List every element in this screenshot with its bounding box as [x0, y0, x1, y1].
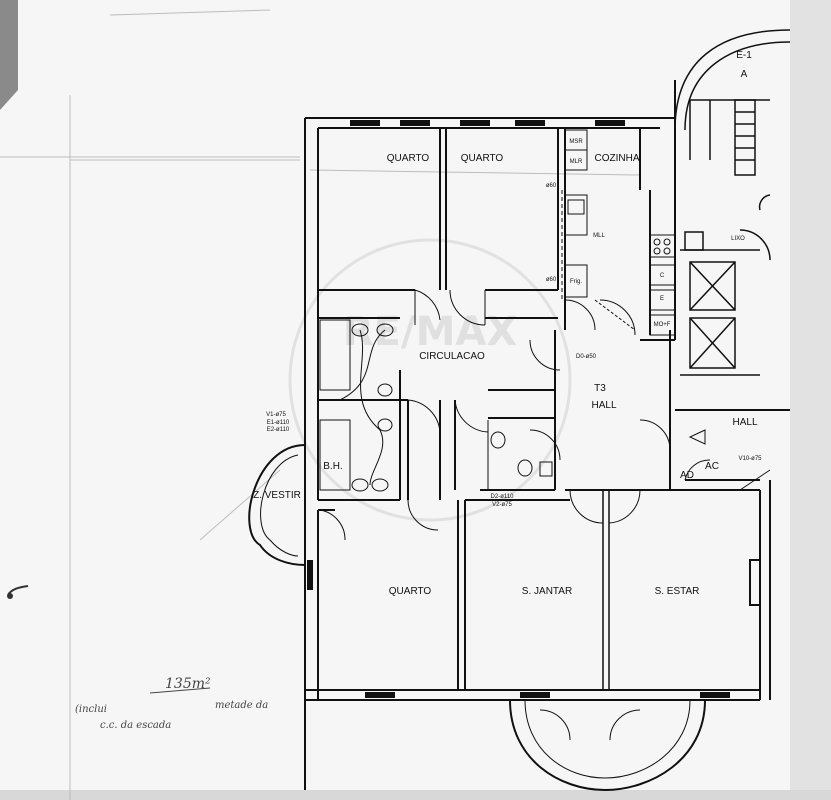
label-mo-f: MO+F	[654, 322, 671, 328]
room-label-quarto-2: QUARTO	[461, 153, 504, 164]
faint-lines	[0, 9, 641, 800]
label-a: A	[741, 69, 748, 80]
label-h60-a: ø60	[546, 183, 557, 189]
label-ac: AC	[705, 461, 719, 472]
label-e: E	[660, 296, 664, 302]
label-e1: E-1	[736, 50, 752, 61]
label-mll: MLL	[593, 233, 605, 239]
room-label-cozinha: COZINHA	[595, 153, 640, 164]
room-label-hall-2: HALL	[732, 417, 757, 428]
label-frig: Frig.	[570, 279, 582, 285]
room-label-t3: T3	[594, 383, 606, 394]
label-v2: V2-ø75	[492, 502, 512, 508]
label-v10: V10-ø75	[738, 456, 762, 462]
svg-text:RE/MAX: RE/MAX	[343, 309, 517, 355]
label-h60-b: ø60	[546, 277, 557, 283]
label-mlr: MLR	[570, 159, 583, 165]
room-label-s-estar: S. ESTAR	[655, 586, 700, 597]
room-label-s-jantar: S. JANTAR	[522, 586, 572, 597]
stair-core	[674, 29, 791, 376]
curved-walls	[248, 444, 706, 792]
scan-corner	[0, 0, 18, 110]
bathroom-fixtures	[319, 319, 553, 492]
room-label-quarto-1: QUARTO	[387, 153, 430, 164]
hall-symbol	[688, 429, 706, 445]
handwritten-note-1: (inclui	[75, 704, 107, 715]
label-v1: V1-ø75	[266, 412, 286, 418]
room-label-hall-1: HALL	[591, 400, 616, 411]
room-label-circulacao: CIRCULACAO	[419, 351, 485, 362]
label-lixo: LIXO	[731, 236, 745, 242]
handwritten-note-3: c.c. da escada	[100, 720, 171, 731]
scan-margin-bottom	[0, 790, 831, 800]
scan-margin-right	[790, 0, 831, 800]
room-label-z-vestir: Z. VESTIR	[253, 490, 301, 501]
label-e2110: E2-ø110	[267, 427, 290, 433]
label-ad: AD	[680, 470, 694, 481]
room-label-quarto-3: QUARTO	[389, 586, 432, 597]
room-label-bh: B.H.	[323, 461, 342, 472]
handwritten-note-2: metade da	[215, 700, 268, 711]
doors	[319, 289, 711, 541]
label-msr: MSR	[569, 139, 583, 145]
curved-room-doors	[539, 709, 641, 741]
handwritten-area: 135m²	[165, 676, 211, 692]
kitchen-fixtures	[561, 129, 676, 336]
label-e1110: E1-ø110	[267, 420, 290, 426]
label-d2: D2-ø110	[491, 494, 515, 500]
label-c: C	[660, 273, 665, 279]
windows	[307, 120, 761, 698]
watermark: RE/MAX	[288, 238, 572, 522]
label-d0: D0-ø50	[576, 354, 597, 360]
ac-line	[739, 469, 771, 491]
